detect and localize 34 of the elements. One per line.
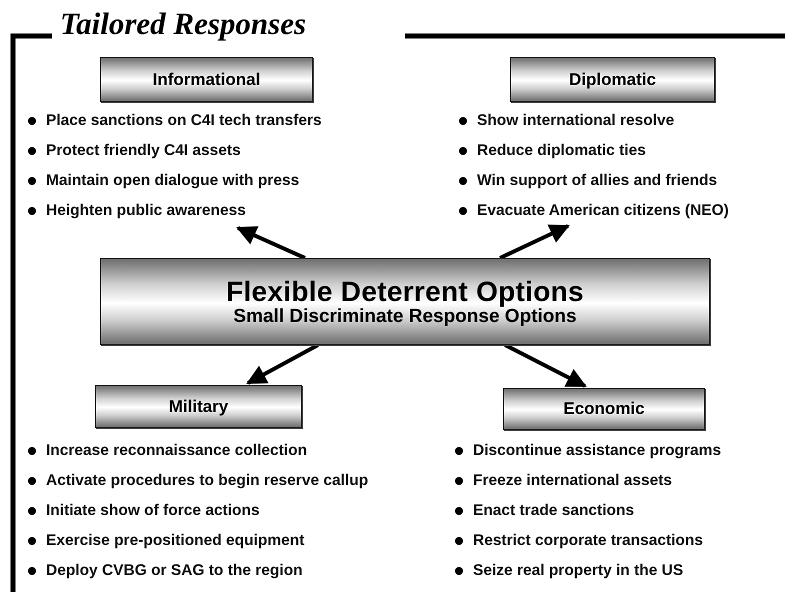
category-box (95, 385, 302, 428)
bullet-item: Evacuate American citizens (NEO) (455, 200, 785, 222)
arrow (504, 343, 587, 388)
bullet-item: Show international resolve (455, 110, 785, 132)
bullet-item: Seize real property in the US (451, 560, 785, 582)
category-label: Informational (152, 70, 260, 90)
category-box (100, 57, 313, 102)
bullet-item: Discontinue assistance programs (451, 440, 785, 462)
bullet-item: Win support of allies and friends (455, 170, 785, 192)
arrow (246, 343, 319, 385)
bullet-item: Heighten public awareness (24, 200, 404, 222)
arrow (499, 224, 570, 260)
category-label: Diplomatic (569, 70, 656, 90)
category-label: Military (168, 396, 228, 416)
central-title: Flexible Deterrent Options (226, 276, 584, 306)
category-label: Economic (563, 399, 645, 419)
bullet-item: Activate procedures to begin reserve callup (24, 470, 444, 492)
arrow (236, 226, 306, 260)
category-box (503, 388, 705, 430)
bullet-item: Restrict corporate transactions (451, 530, 785, 552)
central-box (100, 258, 710, 345)
bullet-item: Enact trade sanctions (451, 500, 785, 522)
category-box (510, 57, 715, 102)
central-subtitle: Small Discriminate Response Options (233, 306, 577, 326)
bullet-item: Initiate show of force actions (24, 500, 444, 522)
bullet-item: Increase reconnaissance collection (24, 440, 444, 462)
bullet-item: Exercise pre-positioned equipment (24, 530, 444, 552)
bullet-item: Reduce diplomatic ties (455, 140, 785, 162)
bullet-item: Freeze international assets (451, 470, 785, 492)
bullet-item: Protect friendly C4I assets (24, 140, 404, 162)
bullet-item: Maintain open dialogue with press (24, 170, 404, 192)
bullet-item: Place sanctions on C4I tech transfers (24, 110, 404, 132)
diagram-title: Tailored Responses (60, 6, 306, 42)
bullet-item: Deploy CVBG or SAG to the region (24, 560, 444, 582)
